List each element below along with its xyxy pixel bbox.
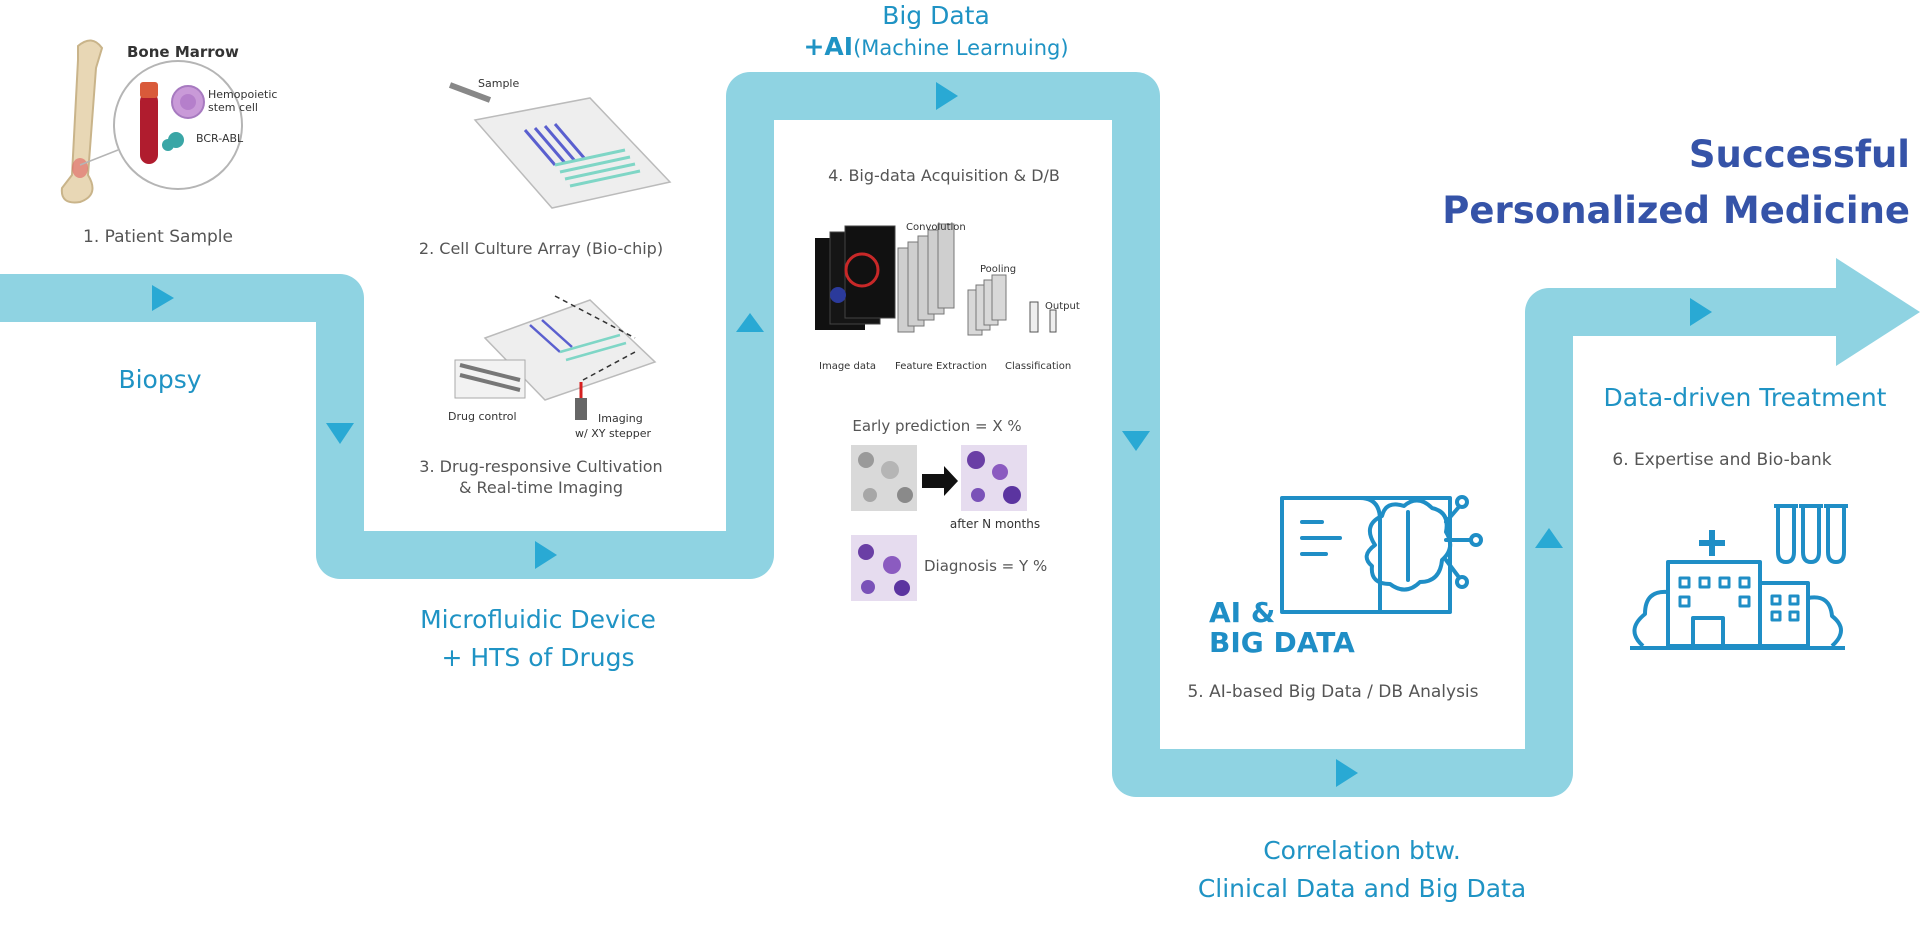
step3-label-1: 3. Drug-responsive Cultivation — [419, 457, 662, 476]
ai-logo-line1: AI & — [1209, 596, 1275, 629]
chip-plate — [473, 97, 672, 209]
classification-label: Classification — [1005, 361, 1071, 372]
machine-learning-text: (Machine Learnuing) — [853, 36, 1068, 60]
pooling-label: Pooling — [980, 264, 1016, 275]
ai-bigdata-illustration — [1280, 495, 1483, 614]
drug-control-label: Drug control — [448, 410, 517, 423]
feature-extraction-label: Feature Extraction — [895, 361, 987, 372]
bigdata-label-1: Big Data — [882, 1, 990, 30]
femur-icon — [60, 39, 104, 204]
correlation-label-1: Correlation btw. — [1263, 836, 1461, 865]
ai-logo-line2: BIG DATA — [1209, 626, 1355, 659]
step2-label: 2. Cell Culture Array (Bio-chip) — [419, 239, 663, 258]
final-arrowhead — [1836, 258, 1920, 366]
imaging-illustration: Drug control Imaging w/ XY stepper — [448, 295, 657, 440]
output-label: Output — [1045, 301, 1080, 312]
cnn-illustration: Convolution Pooling Output Image data Fe… — [815, 222, 1080, 372]
hsc-label-2: stem cell — [208, 101, 258, 114]
diagnosis-label: Diagnosis = Y % — [924, 557, 1047, 575]
medical-cross-icon — [1699, 530, 1725, 556]
microfluidic-label-2: + HTS of Drugs — [441, 643, 634, 672]
biopsy-label: Biopsy — [118, 365, 201, 394]
blood-tube-icon — [140, 92, 158, 164]
imaging-label-1: Imaging — [598, 412, 643, 425]
step3-label-2: & Real-time Imaging — [459, 478, 623, 497]
prediction-illustration: Early prediction = X % after N months Di… — [851, 417, 1047, 601]
correlation-label-2: Clinical Data and Big Data — [1198, 874, 1526, 903]
arrow-right-5 — [1690, 298, 1712, 326]
step4-label: 4. Big-data Acquisition & D/B — [828, 166, 1060, 185]
biochip-illustration: Sample — [448, 77, 672, 209]
microfluidic-label-1: Microfluidic Device — [420, 605, 656, 634]
hospital-icon — [1666, 560, 1762, 648]
arrow-up-2 — [1535, 528, 1563, 548]
output-layer — [1029, 301, 1039, 333]
bigdata-label-2: +AI(Machine Learnuing) — [803, 32, 1068, 61]
outcome-title-2: Personalized Medicine — [1442, 189, 1910, 232]
bone-marrow-illustration: Bone Marrow Hemopoietic stem cell BCR-AB… — [60, 39, 277, 204]
arrow-up-1 — [736, 313, 764, 332]
brain-icon — [1364, 498, 1453, 592]
microscope-icon — [575, 398, 587, 420]
arrow-right-2 — [535, 541, 557, 569]
arrow-right-4 — [1336, 759, 1358, 787]
early-prediction-label: Early prediction = X % — [852, 417, 1021, 435]
arrow-down-1 — [326, 423, 354, 444]
treatment-label: Data-driven Treatment — [1604, 383, 1887, 412]
step1-label: 1. Patient Sample — [83, 227, 233, 247]
prediction-arrow-icon — [922, 466, 958, 496]
image-data-label: Image data — [819, 361, 876, 372]
ai-bold-text: +AI — [803, 32, 853, 61]
arrow-right-3 — [936, 82, 958, 110]
bone-marrow-label: Bone Marrow — [127, 43, 239, 61]
imaging-label-2: w/ XY stepper — [575, 427, 651, 440]
arrow-right-1 — [152, 285, 174, 311]
step6-label: 6. Expertise and Bio-bank — [1612, 450, 1831, 470]
zoom-circle — [113, 60, 243, 190]
test-tubes-icon — [1774, 504, 1848, 564]
convolution-label: Convolution — [906, 222, 966, 233]
step5-label: 5. AI-based Big Data / DB Analysis — [1187, 682, 1478, 702]
bcr-abl-label: BCR-ABL — [196, 132, 244, 145]
sample-label: Sample — [478, 77, 519, 90]
hospital-illustration — [1630, 504, 1848, 650]
hsc-label-1: Hemopoietic — [208, 88, 277, 101]
syringe-icon — [448, 82, 492, 103]
arrow-down-2 — [1122, 431, 1150, 451]
after-months-label: after N months — [950, 517, 1040, 531]
outcome-title-1: Successful — [1689, 133, 1910, 176]
